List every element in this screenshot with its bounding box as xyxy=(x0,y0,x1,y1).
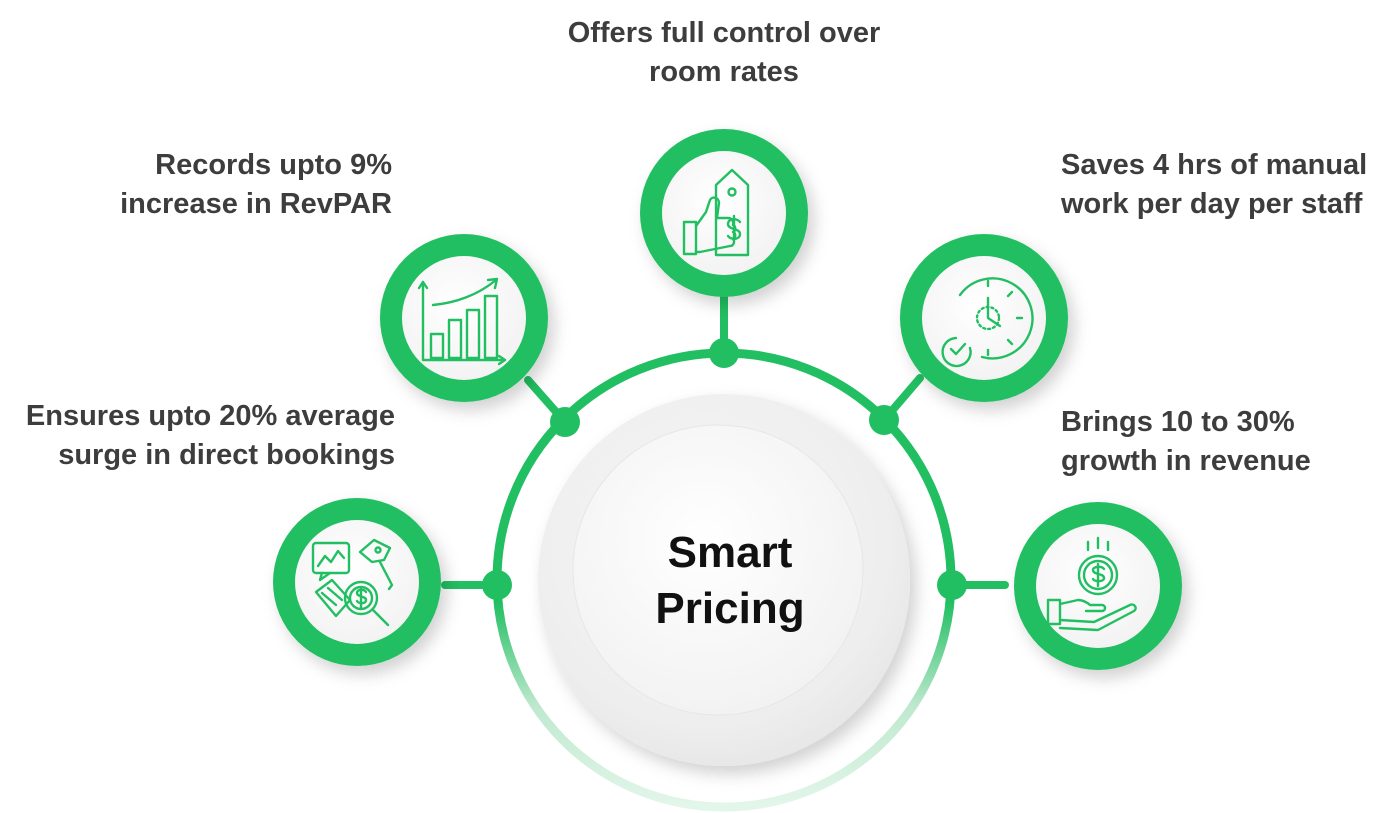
clock-time-saving-icon xyxy=(941,277,1034,368)
feature-top-line2: room rates xyxy=(649,56,799,88)
center-title-line2: Pricing xyxy=(655,584,805,633)
analytics-dollar-search-icon xyxy=(311,538,394,627)
feature-top-line1: Offers full control over xyxy=(567,17,881,49)
feature-top-left-line1: Records upto 9% xyxy=(155,149,392,181)
dot-right xyxy=(937,570,967,600)
dot-top-left xyxy=(550,407,580,437)
bubble-top-left xyxy=(380,234,548,402)
feature-right-line2: growth in revenue xyxy=(1061,445,1311,477)
feature-top-left-line2: increase in RevPAR xyxy=(120,188,392,220)
feature-left-line2: surge in direct bookings xyxy=(58,439,395,471)
center-title-line1: Smart xyxy=(667,528,793,577)
feature-label-top-left: Records upto 9% increase in RevPAR xyxy=(40,146,392,224)
feature-label-left: Ensures upto 20% average surge in direct… xyxy=(0,397,395,475)
feature-top-right-line2: work per day per staff xyxy=(1061,188,1363,220)
connector-dots xyxy=(482,338,967,600)
feature-label-right: Brings 10 to 30% growth in revenue xyxy=(1061,403,1381,481)
feature-left-line1: Ensures upto 20% average xyxy=(25,400,395,432)
bubble-top-right xyxy=(900,234,1068,402)
dot-top-right xyxy=(869,405,899,435)
feature-top-right-line1: Saves 4 hrs of manual xyxy=(1061,149,1368,181)
dot-left xyxy=(482,570,512,600)
thumbs-up-price-tag-icon xyxy=(682,168,750,257)
center-disc-inner xyxy=(572,424,864,716)
feature-right-line1: Brings 10 to 30% xyxy=(1061,406,1295,438)
hand-dollar-coin-icon xyxy=(1046,536,1137,632)
feature-label-top: Offers full control over room rates xyxy=(544,14,904,92)
dot-top xyxy=(709,338,739,368)
bubble-right xyxy=(1014,502,1182,670)
feature-label-top-right: Saves 4 hrs of manual work per day per s… xyxy=(1061,146,1391,224)
bubble-left xyxy=(273,498,441,666)
bubble-top xyxy=(640,129,808,297)
bar-chart-growth-icon xyxy=(417,277,507,366)
center-title: Smart Pricing xyxy=(600,525,860,637)
